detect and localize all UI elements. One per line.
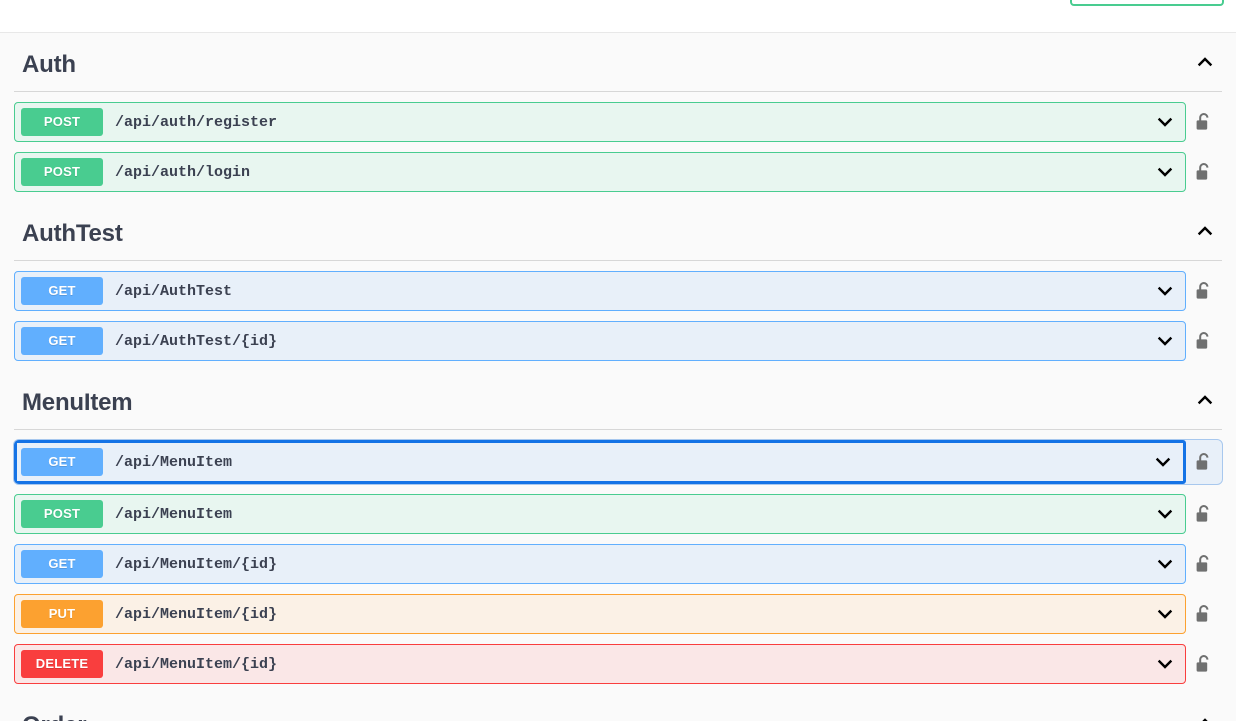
operation-row[interactable]: GET/api/MenuItem xyxy=(13,439,1223,485)
operation-summary-button[interactable]: POST/api/auth/login xyxy=(14,152,1186,192)
operation-path: /api/MenuItem/{id} xyxy=(115,605,278,623)
operation-path: /api/MenuItem xyxy=(115,453,233,471)
operation-summary-button[interactable]: GET/api/MenuItem xyxy=(14,440,1186,484)
operation-path: /api/AuthTest/{id} xyxy=(115,332,278,350)
http-method-badge: GET xyxy=(21,448,103,476)
chevron-down-icon[interactable] xyxy=(1145,331,1185,351)
tag-title: AuthTest xyxy=(22,220,123,247)
operation-summary-button[interactable]: PUT/api/MenuItem/{id} xyxy=(14,594,1186,634)
chevron-up-icon[interactable] xyxy=(1192,218,1218,244)
operation-row[interactable]: PUT/api/MenuItem/{id} xyxy=(14,594,1222,634)
operation-summary-button[interactable]: DELETE/api/MenuItem/{id} xyxy=(14,644,1186,684)
operation-summary-button[interactable]: POST/api/MenuItem xyxy=(14,494,1186,534)
operation-path: /api/MenuItem/{id} xyxy=(115,555,278,573)
http-method-badge: GET xyxy=(21,550,103,578)
tag-section: Order xyxy=(0,694,1236,721)
tag-title: Order xyxy=(22,712,87,721)
chevron-down-icon[interactable] xyxy=(1145,654,1185,674)
chevron-up-icon[interactable] xyxy=(1192,710,1218,721)
operation-row[interactable]: GET/api/AuthTest/{id} xyxy=(14,321,1222,361)
tag-title: MenuItem xyxy=(22,389,133,416)
unlocked-padlock-icon[interactable] xyxy=(1186,494,1222,534)
chevron-down-icon[interactable] xyxy=(1145,504,1185,524)
http-method-badge: DELETE xyxy=(21,650,103,678)
unlocked-padlock-icon[interactable] xyxy=(1186,321,1222,361)
operation-path: /api/auth/login xyxy=(115,163,251,181)
operation-path: /api/AuthTest xyxy=(115,282,233,300)
operation-path: /api/auth/register xyxy=(115,113,278,131)
topbar-strip: Authorize xyxy=(0,0,1236,33)
chevron-up-icon[interactable] xyxy=(1192,387,1218,413)
http-method-badge: POST xyxy=(21,158,103,186)
tag-header[interactable]: AuthTest xyxy=(14,202,1222,261)
chevron-down-icon[interactable] xyxy=(1145,604,1185,624)
chevron-down-icon[interactable] xyxy=(1143,452,1183,472)
http-method-badge: POST xyxy=(21,500,103,528)
http-method-badge: GET xyxy=(21,277,103,305)
operation-summary-button[interactable]: GET/api/MenuItem/{id} xyxy=(14,544,1186,584)
unlocked-padlock-icon[interactable] xyxy=(1186,152,1222,192)
operation-row[interactable]: POST/api/auth/login xyxy=(14,152,1222,192)
http-method-badge: POST xyxy=(21,108,103,136)
http-method-badge: GET xyxy=(21,327,103,355)
http-method-badge: PUT xyxy=(21,600,103,628)
operation-row[interactable]: POST/api/MenuItem xyxy=(14,494,1222,534)
chevron-down-icon[interactable] xyxy=(1145,281,1185,301)
chevron-down-icon[interactable] xyxy=(1145,162,1185,182)
operation-path: /api/MenuItem/{id} xyxy=(115,655,278,673)
operation-row[interactable]: GET/api/AuthTest xyxy=(14,271,1222,311)
unlocked-padlock-icon[interactable] xyxy=(1186,544,1222,584)
operation-row[interactable]: GET/api/MenuItem/{id} xyxy=(14,544,1222,584)
operation-row[interactable]: DELETE/api/MenuItem/{id} xyxy=(14,644,1222,684)
unlocked-padlock-icon[interactable] xyxy=(1186,271,1222,311)
operation-summary-button[interactable]: GET/api/AuthTest/{id} xyxy=(14,321,1186,361)
operation-summary-button[interactable]: GET/api/AuthTest xyxy=(14,271,1186,311)
tag-title: Auth xyxy=(22,51,76,78)
unlocked-padlock-icon[interactable] xyxy=(1186,440,1222,484)
operation-path: /api/MenuItem xyxy=(115,505,233,523)
operation-summary-button[interactable]: POST/api/auth/register xyxy=(14,102,1186,142)
operation-row[interactable]: POST/api/auth/register xyxy=(14,102,1222,142)
tag-header[interactable]: Order xyxy=(14,694,1222,721)
unlocked-padlock-icon[interactable] xyxy=(1186,102,1222,142)
chevron-down-icon[interactable] xyxy=(1145,112,1185,132)
tag-header[interactable]: Auth xyxy=(14,33,1222,92)
unlocked-padlock-icon[interactable] xyxy=(1186,644,1222,684)
chevron-down-icon[interactable] xyxy=(1145,554,1185,574)
unlocked-padlock-icon[interactable] xyxy=(1186,594,1222,634)
chevron-up-icon[interactable] xyxy=(1192,49,1218,75)
authorize-button[interactable]: Authorize xyxy=(1070,0,1224,6)
tag-header[interactable]: MenuItem xyxy=(14,371,1222,430)
